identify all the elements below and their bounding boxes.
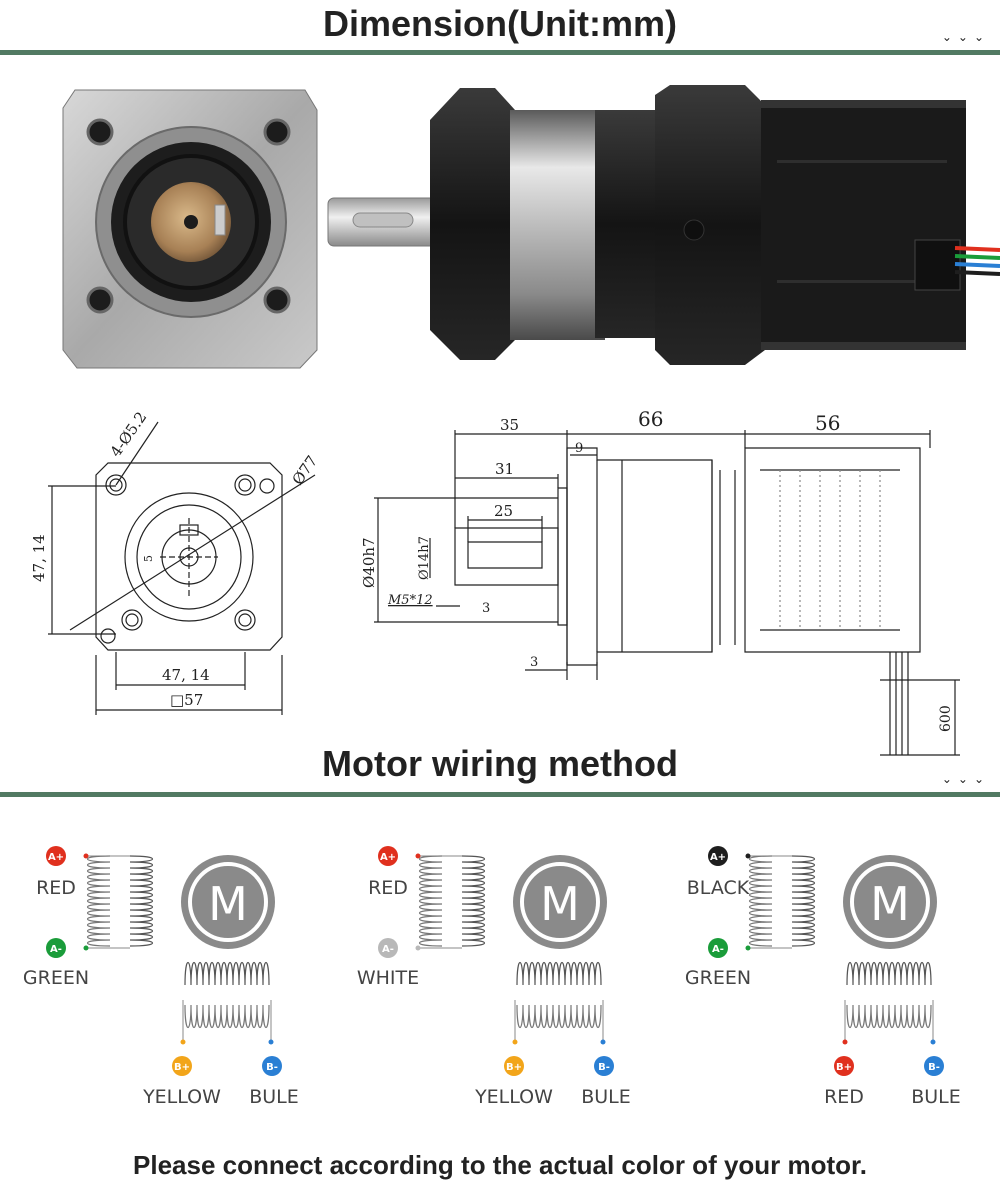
a-plus-badge: A+ [380,852,396,863]
b-minus-badge-icon [924,1056,944,1076]
a-minus-dot-icon [415,945,421,951]
wiring-footnote: Please connect according to the actual c… [133,1150,867,1180]
a-minus-badge: A- [382,944,394,955]
chevrons-icon: ⌄⌄⌄ [941,772,990,786]
b-minus-dot-icon [930,1039,936,1045]
a-plus-dot-icon [83,853,89,859]
horizontal-dim-label: 47, 14 [162,666,210,684]
a-minus-badge-icon [708,938,728,958]
thread-label: M5*12 [387,593,433,608]
b-minus-badge-icon [262,1056,282,1076]
motor-icon [181,855,275,949]
b-plus-dot-icon [180,1039,186,1045]
dia-14-label: Ø14h7 [417,536,432,580]
motor-letter: M [870,877,910,931]
wiring-diagrams: A+ RED A- GREEN M B+ YELLOW B- BULE A+ R… [23,846,961,1108]
b-minus-dot-icon [600,1039,606,1045]
dim-9: 9 [575,441,583,456]
b-minus-badge: B- [266,1062,278,1073]
a-plus-badge-icon [46,846,66,866]
a-minus-badge: A- [50,944,62,955]
dim-3-flange: 3 [530,655,538,670]
flange-photo [55,80,325,375]
wiring-unit-3: A+ BLACK A- GREEN M B+ RED B- BULE [685,846,961,1108]
a-plus-badge: A+ [48,852,64,863]
dim-31: 31 [495,460,514,478]
motor-letter: M [540,877,580,931]
a-plus-dot-icon [415,853,421,859]
b-minus-color: BULE [911,1086,961,1108]
b-plus-badge: B+ [174,1062,190,1073]
vertical-dim-label: 47, 14 [30,534,48,582]
a-plus-badge-icon [708,846,728,866]
wiring-title: Motor wiring method [322,743,678,784]
a-minus-dot-icon [745,945,751,951]
b-minus-badge-icon [594,1056,614,1076]
b-plus-badge-icon [172,1056,192,1076]
a-plus-dot-icon [745,853,751,859]
wiring-unit-1: A+ RED A- GREEN M B+ YELLOW B- BULE [23,846,299,1108]
a-minus-color: GREEN [685,967,751,989]
motor-letter: M [208,877,248,931]
wiring-unit-2: A+ RED A- WHITE M B+ YELLOW B- BULE [357,846,631,1108]
dim-56: 56 [815,411,840,435]
b-minus-color: BULE [581,1086,631,1108]
a-minus-badge-icon [46,938,66,958]
b-plus-badge: B+ [506,1062,522,1073]
circle-label: Ø77 [289,452,322,488]
key-label: 5 [142,555,155,562]
b-plus-dot-icon [842,1039,848,1045]
b-minus-color: BULE [249,1086,299,1108]
b-plus-badge-icon [834,1056,854,1076]
dimension-drawing: 4-Ø5.2 Ø77 47, 14 47, 14 □57 5 35 66 56 … [30,407,960,756]
a-minus-color: GREEN [23,967,89,989]
dimension-divider [0,50,1000,55]
wiring-divider [0,792,1000,797]
chevrons-icon: ⌄⌄⌄ [941,30,990,44]
b-minus-badge: B- [598,1062,610,1073]
a-plus-color: RED [36,877,76,899]
dim-3-shaft: 3 [482,601,490,616]
a-minus-dot-icon [83,945,89,951]
dim-35: 35 [500,416,519,434]
dia-40-label: Ø40h7 [360,537,378,588]
square-dim-label: □57 [170,691,203,709]
dimension-title: Dimension(Unit:mm) [323,3,677,44]
motor-icon [843,855,937,949]
b-minus-badge: B- [928,1062,940,1073]
a-plus-badge-icon [378,846,398,866]
dim-25: 25 [494,502,513,520]
hole-label: 4-Ø5.2 [107,408,151,460]
a-plus-color: RED [368,877,408,899]
b-plus-badge-icon [504,1056,524,1076]
b-plus-badge: B+ [836,1062,852,1073]
a-plus-color: BLACK [687,877,750,899]
lead-length-label: 600 [938,705,954,732]
a-plus-badge: A+ [710,852,726,863]
a-minus-badge-icon [378,938,398,958]
motor-icon [513,855,607,949]
b-plus-color: RED [824,1086,864,1108]
a-minus-badge: A- [712,944,724,955]
a-minus-color: WHITE [357,967,419,989]
b-minus-dot-icon [268,1039,274,1045]
motor-photo [325,80,1000,370]
b-plus-color: YELLOW [142,1086,221,1108]
b-plus-color: YELLOW [474,1086,553,1108]
b-plus-dot-icon [512,1039,518,1045]
dim-66: 66 [638,407,663,431]
